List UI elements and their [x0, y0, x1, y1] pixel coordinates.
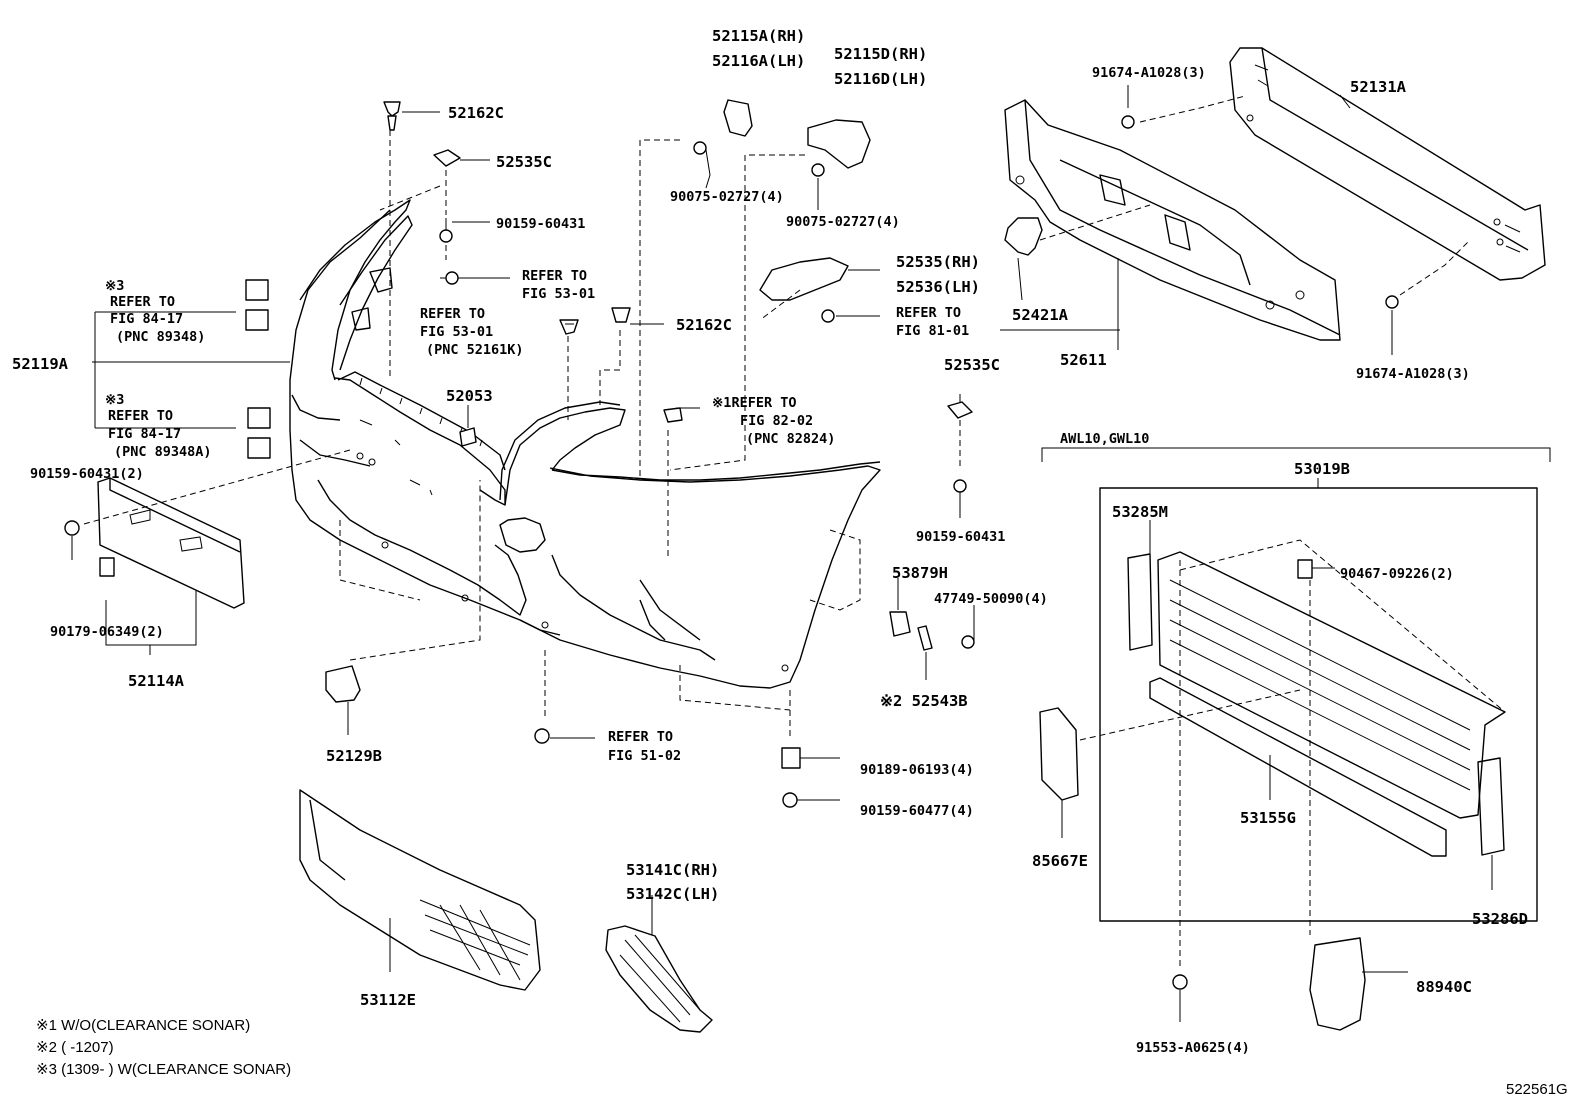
label-x3-b: ※3: [105, 392, 124, 408]
label-52543B[interactable]: ※2 52543B: [880, 692, 968, 710]
side-grille-drawing: [605, 925, 713, 1033]
label-90159-60477[interactable]: 90159-60477(4): [860, 803, 974, 819]
label-52053[interactable]: 52053: [446, 387, 493, 405]
label-ref-82-02-3[interactable]: (PNC 82824): [746, 431, 835, 447]
label-ref-53-01-b2[interactable]: FIG 53-01: [420, 324, 493, 340]
bracket-52421A-drawing: [1004, 217, 1043, 256]
bumper-reinforcement-drawing: [1229, 47, 1546, 281]
label-52536[interactable]: 52536(LH): [896, 278, 980, 296]
note-1: ※1 W/O(CLEARANCE SONAR): [36, 1017, 250, 1034]
label-47749[interactable]: 47749-50090(4): [934, 591, 1048, 607]
label-53879H[interactable]: 53879H: [892, 564, 948, 582]
label-91674-top[interactable]: 91674-A1028(3): [1092, 65, 1206, 81]
label-x3-a: ※3: [105, 278, 124, 294]
label-52421A[interactable]: 52421A: [1012, 306, 1069, 324]
label-52162C-top[interactable]: 52162C: [448, 104, 504, 122]
label-ref-53-01-b3[interactable]: (PNC 52161K): [426, 342, 524, 358]
label-52114A[interactable]: 52114A: [128, 672, 185, 690]
label-52129B[interactable]: 52129B: [326, 747, 382, 765]
label-90159-60431-2[interactable]: 90159-60431(2): [30, 466, 144, 482]
shutter-assembly-box: [1099, 487, 1538, 922]
seal-53285M-drawing: [1127, 553, 1153, 651]
label-53112E[interactable]: 53112E: [360, 991, 416, 1009]
label-85667E[interactable]: 85667E: [1032, 852, 1088, 870]
label-52535C-right[interactable]: 52535C: [944, 356, 1000, 374]
fastener-icons: [64, 101, 1399, 808]
label-52116A[interactable]: 52116A(LH): [712, 52, 805, 70]
shutter-frame-drawing: [1149, 551, 1506, 857]
label-52535[interactable]: 52535(RH): [896, 253, 980, 271]
bracket-85667E-drawing: [1039, 707, 1079, 801]
clip-90467-drawing: [1297, 559, 1313, 579]
label-52115A[interactable]: 52115A(RH): [712, 27, 805, 45]
label-53155G[interactable]: 53155G: [1240, 809, 1296, 827]
label-ref-81-01-a[interactable]: REFER TO: [896, 305, 961, 321]
label-ref-53-01-b1[interactable]: REFER TO: [420, 306, 485, 322]
label-52116D[interactable]: 52116D(LH): [834, 70, 927, 88]
label-53019B[interactable]: 53019B: [1294, 460, 1350, 478]
label-ref-82-02-2[interactable]: FIG 82-02: [740, 413, 813, 429]
label-91553[interactable]: 91553-A0625(4): [1136, 1040, 1250, 1056]
lower-grille-drawing: [299, 789, 541, 991]
label-group: AWL10,GWL10: [1060, 431, 1149, 447]
duct-88940C-drawing: [1309, 937, 1366, 1031]
label-53285M[interactable]: 53285M: [1112, 503, 1168, 521]
label-90159-60431-right[interactable]: 90159-60431: [916, 529, 1005, 545]
energy-absorber-drawing: [1004, 99, 1341, 341]
label-91674-bottom[interactable]: 91674-A1028(3): [1356, 366, 1470, 382]
label-52119A[interactable]: 52119A: [12, 355, 69, 373]
label-90467[interactable]: 90467-09226(2): [1340, 566, 1454, 582]
label-90189[interactable]: 90189-06193(4): [860, 762, 974, 778]
side-retainer-drawing: [759, 257, 849, 301]
label-ref-81-01-b[interactable]: FIG 81-01: [896, 323, 969, 339]
label-90179[interactable]: 90179-06349(2): [50, 624, 164, 640]
label-90075-a[interactable]: 90075-02727(4): [670, 189, 784, 205]
label-ref-84-17-b2[interactable]: FIG 84-17: [108, 426, 181, 442]
label-ref-51-02-1[interactable]: REFER TO: [608, 729, 673, 745]
note-2: ※2 ( -1207): [36, 1039, 114, 1056]
leader-lines: [71, 85, 1493, 1022]
note-3: ※3 (1309- ) W(CLEARANCE SONAR): [36, 1061, 291, 1078]
label-ref-84-17-a2[interactable]: FIG 84-17: [110, 311, 183, 327]
label-ref-84-17-a3[interactable]: (PNC 89348): [116, 329, 205, 345]
label-52115D[interactable]: 52115D(RH): [834, 45, 927, 63]
label-ref-84-17-a1[interactable]: REFER TO: [110, 294, 175, 310]
label-53142C[interactable]: 53142C(LH): [626, 885, 719, 903]
part-labels: 52162C 52535C 90159-60431 52115A(RH) 521…: [12, 27, 1568, 1098]
bumper-cover-drawing: [289, 199, 881, 689]
diagram-id: 522561G: [1506, 1081, 1568, 1098]
label-ref-84-17-b1[interactable]: REFER TO: [108, 408, 173, 424]
label-ref-53-01-a2[interactable]: FIG 53-01: [522, 286, 595, 302]
label-53286D[interactable]: 53286D: [1472, 910, 1528, 928]
label-53141C[interactable]: 53141C(RH): [626, 861, 719, 879]
label-52162C-mid[interactable]: 52162C: [676, 316, 732, 334]
label-ref-53-01-a1[interactable]: REFER TO: [522, 268, 587, 284]
group-bracket: [1041, 447, 1551, 462]
label-90159-60431-top[interactable]: 90159-60431: [496, 216, 585, 232]
label-ref-51-02-2[interactable]: FIG 51-02: [608, 748, 681, 764]
label-90075-b[interactable]: 90075-02727(4): [786, 214, 900, 230]
seal-53286D-drawing: [1477, 757, 1505, 856]
bolt-91553-drawing: [1172, 974, 1188, 990]
bracket-52115A-drawing: [723, 99, 753, 137]
cap-52129B-drawing: [325, 665, 361, 703]
label-52535C-top[interactable]: 52535C: [496, 153, 552, 171]
label-52131A[interactable]: 52131A: [1350, 78, 1407, 96]
label-ref-82-02-1[interactable]: ※1REFER TO: [712, 395, 796, 411]
label-ref-84-17-b3[interactable]: (PNC 89348A): [114, 444, 212, 460]
label-52611[interactable]: 52611: [1060, 351, 1107, 369]
assembly-lines: [83, 95, 1506, 970]
label-88940C[interactable]: 88940C: [1416, 978, 1472, 996]
bracket-52115D-drawing: [807, 119, 871, 169]
license-bracket-drawing: [97, 477, 245, 609]
